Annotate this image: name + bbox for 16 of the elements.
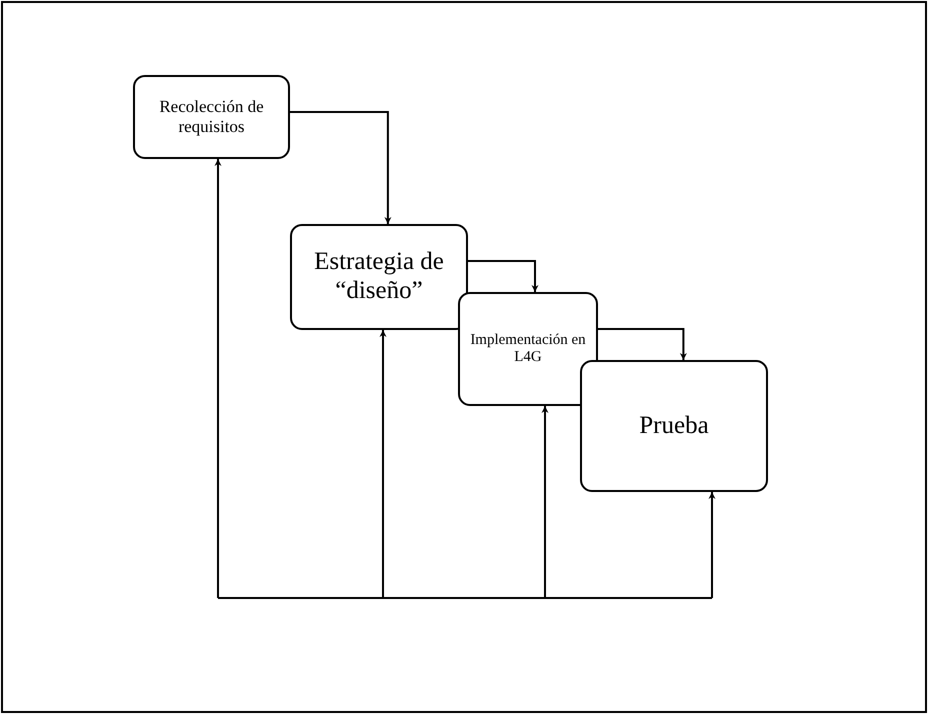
step-label: Implementación en L4G [469, 332, 587, 366]
feedback-line [218, 597, 712, 599]
step-label: Prueba [639, 412, 709, 440]
arrow [214, 159, 222, 598]
arrow [708, 492, 716, 598]
arrow [468, 260, 538, 292]
process-box [133, 75, 290, 159]
process-box [458, 292, 598, 406]
step-label: Estrategia de “diseño” [313, 248, 445, 306]
process-box [290, 224, 468, 330]
arrow [290, 111, 392, 224]
arrow [598, 328, 687, 360]
step-label: Recolección de requisitos [158, 97, 265, 137]
arrow [542, 406, 548, 598]
arrow [380, 330, 386, 598]
process-box [580, 360, 768, 492]
